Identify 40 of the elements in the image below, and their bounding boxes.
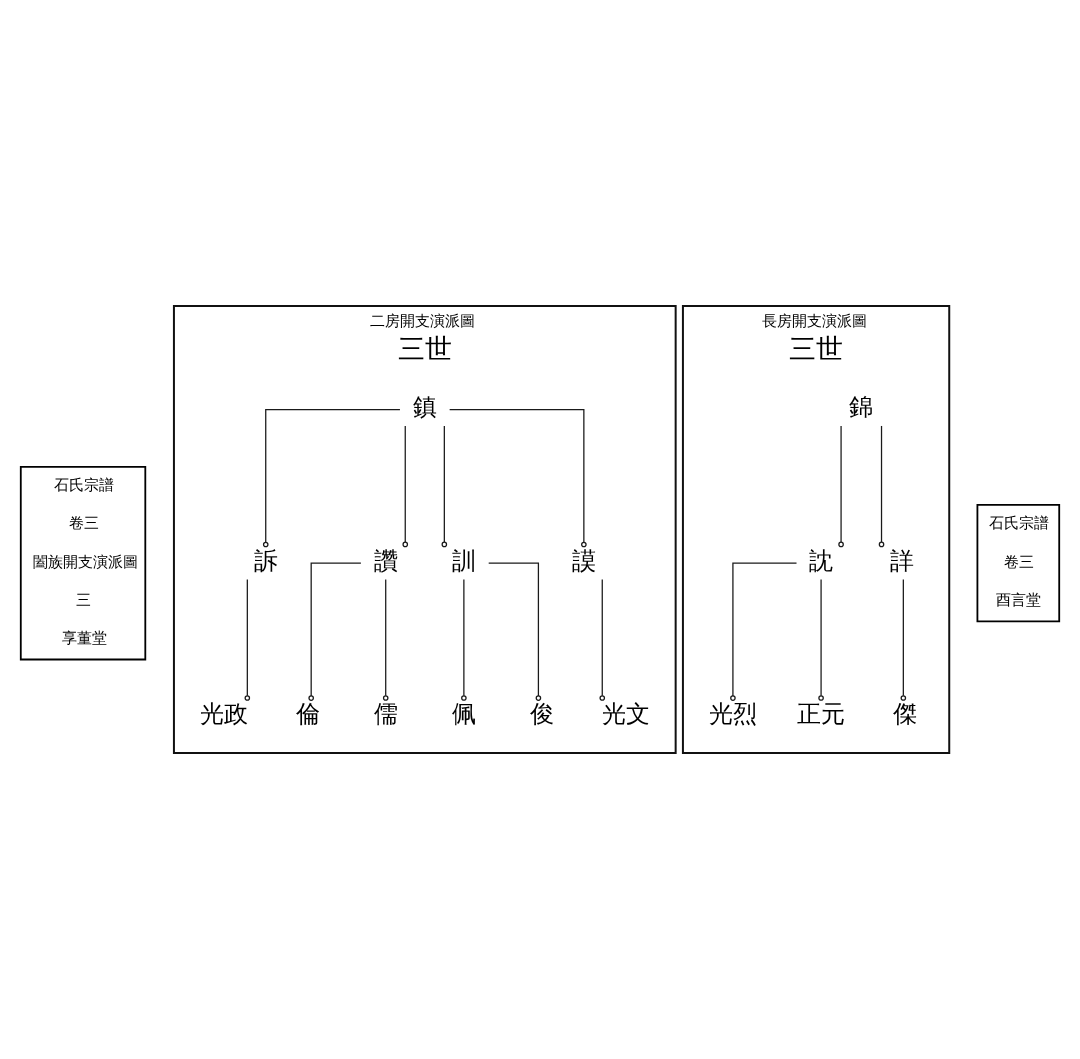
connector bbox=[461, 578, 467, 701]
connector bbox=[838, 425, 844, 548]
node-text: 佩 bbox=[451, 700, 476, 729]
label: 石氏宗譜 bbox=[989, 515, 1050, 532]
node-text: 訴 bbox=[253, 546, 278, 575]
node-text: 光政 bbox=[199, 700, 248, 729]
label: 享董堂 bbox=[61, 629, 107, 646]
node-text: 讚 bbox=[373, 546, 398, 575]
node-text: 鎮 bbox=[412, 393, 437, 422]
connector bbox=[382, 578, 389, 701]
node-text: 詳 bbox=[889, 546, 914, 575]
connector bbox=[488, 562, 542, 701]
node-text: 儒 bbox=[373, 700, 398, 729]
node-text: 倫 bbox=[295, 700, 320, 729]
node-text: 光烈 bbox=[708, 700, 757, 729]
connector bbox=[878, 425, 885, 548]
connector bbox=[402, 425, 409, 548]
node-text: 訓 bbox=[451, 546, 476, 575]
node-text: 光文 bbox=[601, 700, 650, 729]
connector bbox=[449, 408, 587, 548]
label: 卷三 bbox=[68, 515, 99, 532]
connector bbox=[244, 578, 251, 701]
label: 三 bbox=[76, 591, 92, 608]
connector bbox=[730, 562, 798, 701]
connector bbox=[262, 408, 401, 548]
node-text: 錦 bbox=[849, 393, 874, 422]
node-text: 訦 bbox=[809, 546, 834, 575]
connector bbox=[308, 562, 362, 701]
label: 酉言堂 bbox=[996, 591, 1042, 608]
connector bbox=[818, 578, 824, 701]
connector bbox=[441, 425, 448, 548]
node-text: 謨 bbox=[571, 546, 596, 575]
connector bbox=[599, 578, 606, 701]
label: 石氏宗譜 bbox=[54, 477, 115, 494]
node-text: 正元 bbox=[797, 700, 846, 729]
node-text: 俊 bbox=[530, 700, 555, 729]
label: 卷三 bbox=[1003, 553, 1034, 570]
label: 闔族開支演派圖 bbox=[33, 553, 139, 570]
node-text: 傑 bbox=[892, 700, 917, 729]
connector bbox=[900, 578, 907, 701]
